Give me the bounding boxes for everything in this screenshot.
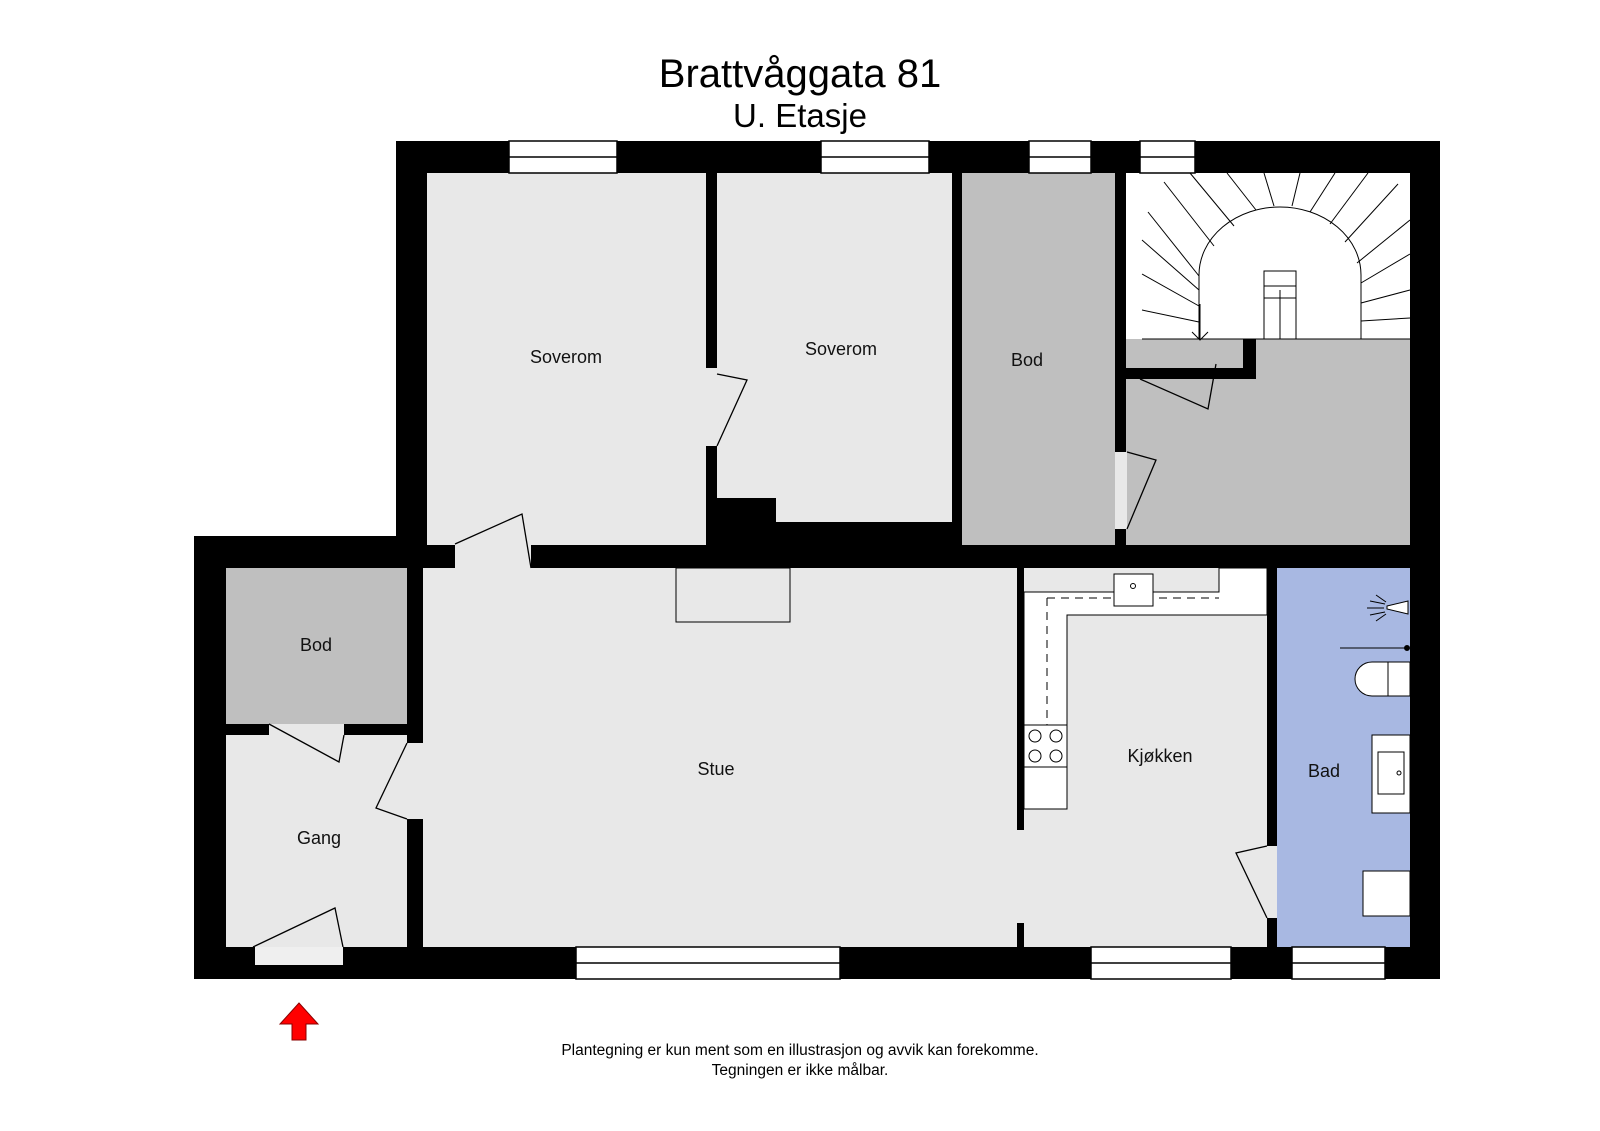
room-gang[interactable] [226,735,407,947]
entrance-arrow-icon [278,1002,320,1041]
room-bod-top[interactable] [962,173,1115,545]
label-stue: Stue [697,759,734,779]
room-bod-left[interactable] [226,568,407,724]
room-soverom-2[interactable] [717,173,952,522]
fireplace [675,567,791,623]
room-stue[interactable] [423,568,1017,947]
room-soverom-1[interactable] [427,173,706,545]
disclaimer-line-2: Tegningen er ikke målbar. [711,1062,889,1079]
room-labels: Soverom Soverom Bod Bod Gang Stue Kjøkke… [297,339,1340,848]
label-bod-top: Bod [1011,350,1043,370]
toilet-icon [1354,661,1411,697]
label-bod-left: Bod [300,635,332,655]
disclaimer-line-1: Plantegning er kun ment som en illustras… [561,1042,1039,1059]
label-kjokken: Kjøkken [1127,746,1192,766]
spiral-stairs-icon [1141,172,1411,341]
stove-icon [1023,724,1068,768]
shower-rail-icon [1340,645,1410,651]
door-openings [255,355,1277,965]
kitchen-sink [1113,573,1154,607]
washing-machine-icon [1362,870,1411,917]
plan-title: Brattvåggata 81 [658,52,942,96]
chimney-block [717,498,776,522]
lamp-icon [1367,594,1409,622]
label-gang: Gang [297,828,341,848]
windows [508,140,1386,980]
floor-subtitle: U. Etasje [733,97,867,134]
stair-landing-wall [1126,339,1256,379]
label-bad: Bad [1308,761,1340,781]
door-swings [252,363,1268,948]
label-soverom-2: Soverom [805,339,877,359]
washbasin-icon [1371,734,1411,814]
kitchen-fixtures [1023,567,1268,810]
room-open-passage [1010,830,1030,923]
bathroom-fixtures [1340,594,1411,917]
label-soverom-1: Soverom [530,347,602,367]
